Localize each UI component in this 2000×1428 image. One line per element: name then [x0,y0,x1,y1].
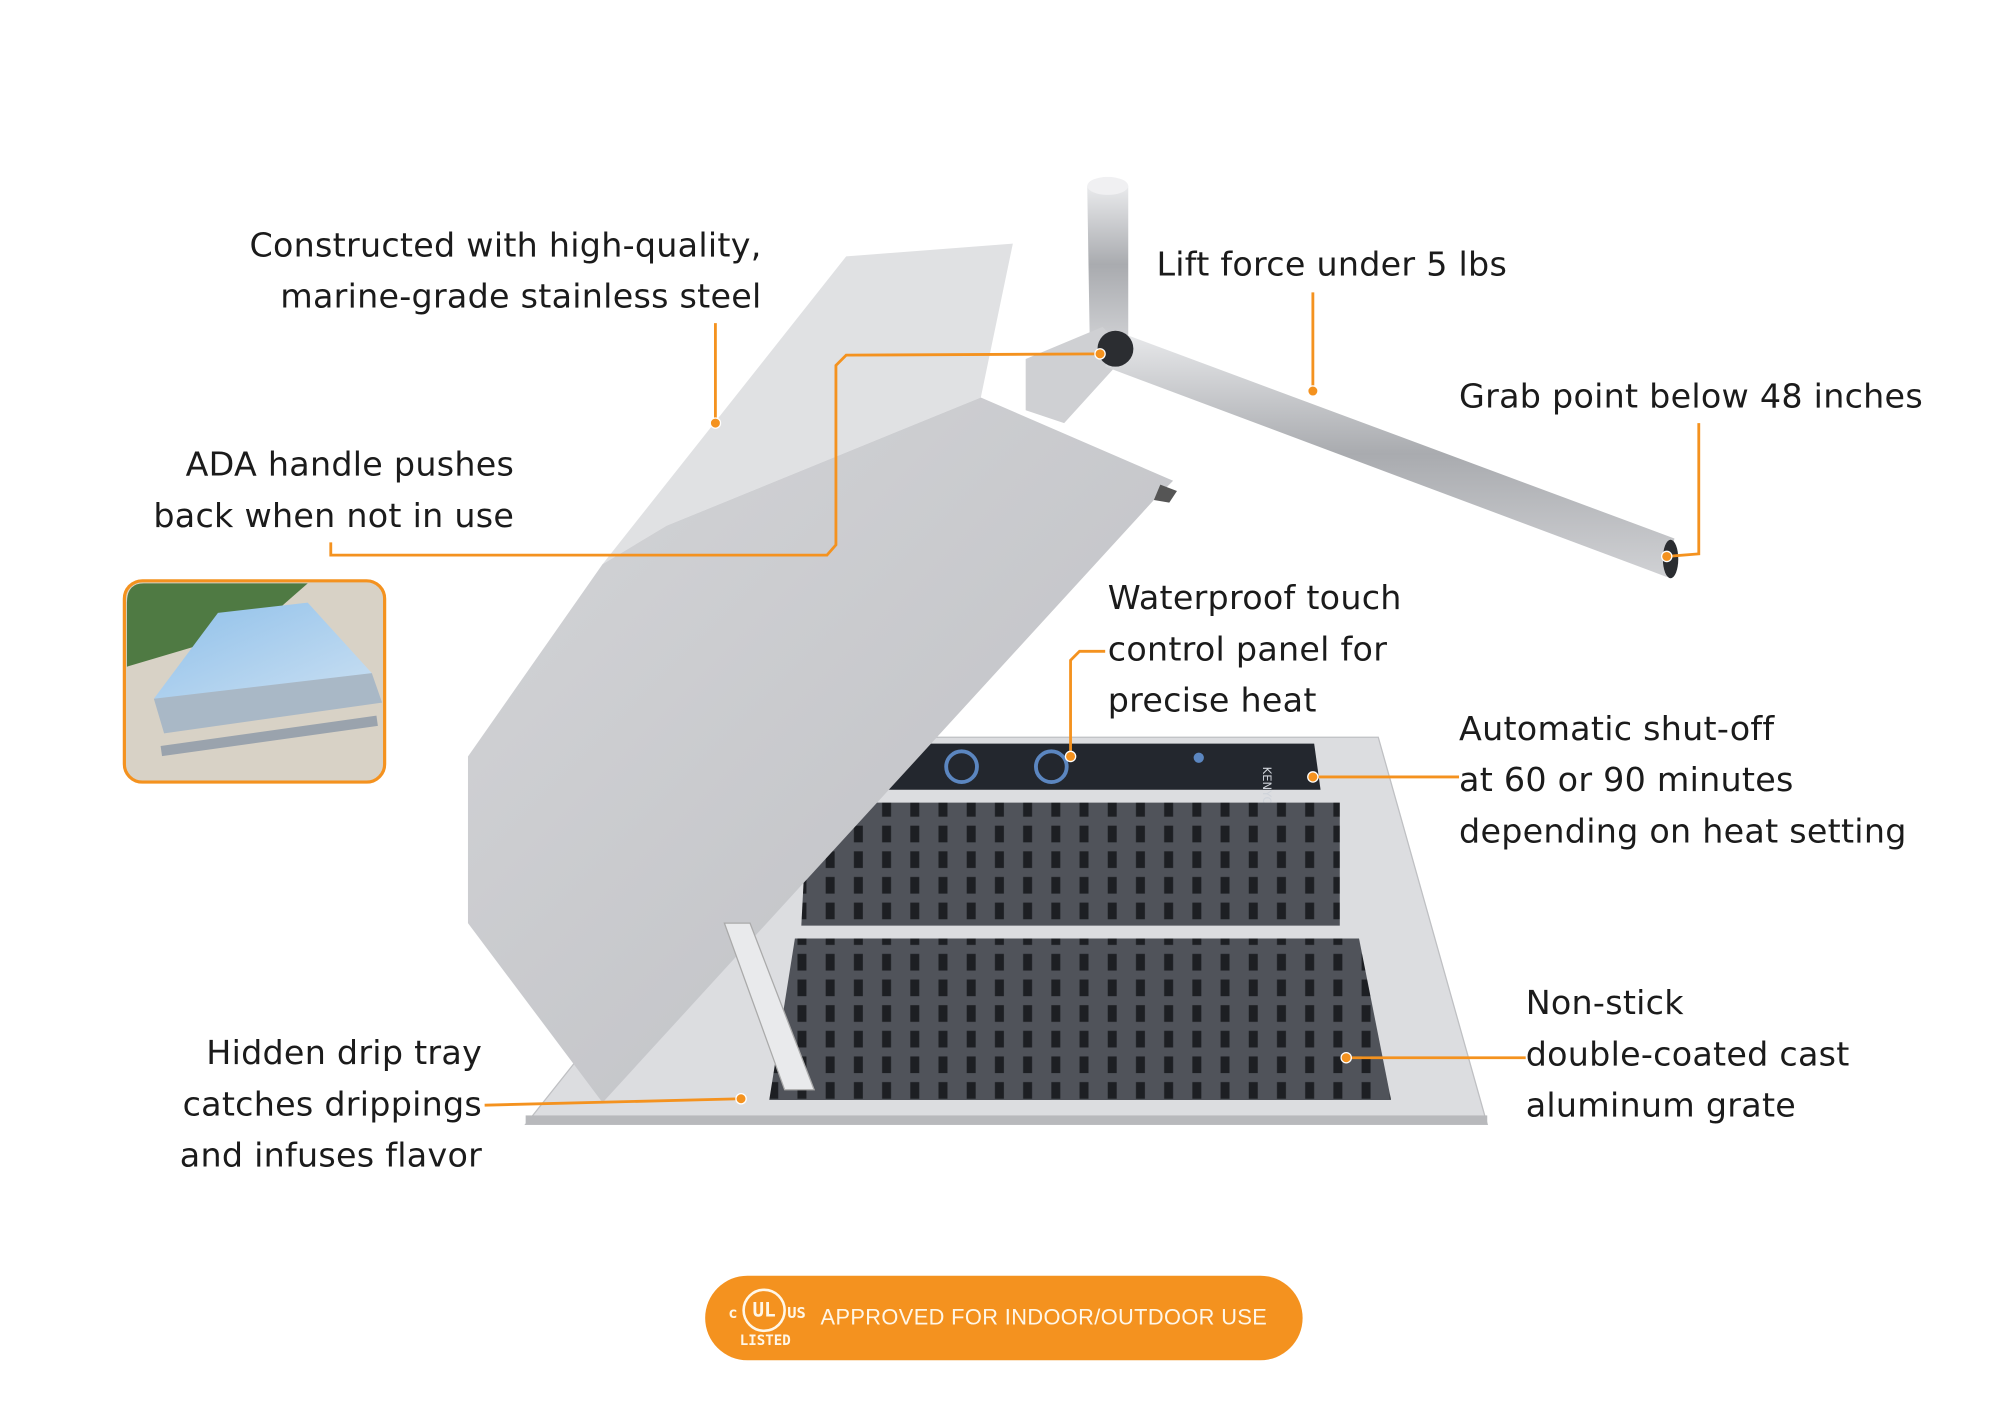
callout-line: control panel for [1107,630,1388,670]
callout-touch-panel: Waterproof touch control panel for preci… [1108,573,1402,727]
callout-line: double-coated cast [1525,1035,1850,1075]
ul-mark: UL [742,1288,786,1333]
indoor-outdoor-approval-badge: c UL US LISTED APPROVED FOR INDOOR/OUTDO… [705,1275,1303,1361]
callout-dots [709,348,1673,1105]
brand-logo: KENYON [1260,767,1274,815]
grill-lid [467,243,1177,1103]
ul-listed-logo: c UL US LISTED [723,1276,813,1361]
callout-line: Grab point below 48 inches [1459,378,1923,417]
callout-line: Non-stick [1525,984,1684,1024]
callout-grab-point: Grab point below 48 inches [1459,372,1923,423]
ul-listed-mark: LISTED [739,1332,791,1349]
callout-line: and infuses flavor [179,1137,483,1176]
callout-line: precise heat [1107,682,1317,721]
ul-c-mark: c [728,1303,738,1322]
callout-line: back when not in use [153,497,515,536]
callout-leaders [329,292,1701,1107]
callout-line: ADA handle pushes [185,446,515,485]
inset-photo-lid-closed [122,579,387,784]
callout-line: Waterproof touch [1107,579,1402,618]
control-panel [884,743,1321,790]
ul-us-mark: US [787,1303,806,1322]
callout-line: depending on heat setting [1459,812,1907,852]
callout-line: at 60 or 90 minutes [1459,761,1794,801]
callout-lift-force: Lift force under 5 lbs [1156,240,1507,291]
callout-grate: Non-stick double-coated cast aluminum gr… [1526,978,1850,1132]
callout-shutoff: Automatic shut-off at 60 or 90 minutes d… [1459,704,1907,858]
callout-ada-handle: ADA handle pushes back when not in use [153,440,514,543]
badge-text: APPROVED FOR INDOOR/OUTDOOR USE [820,1305,1268,1330]
callout-line: marine-grade stainless steel [280,278,762,317]
callout-line: Automatic shut-off [1459,710,1775,749]
callout-stainless-steel: Constructed with high-quality, marine-gr… [249,221,761,324]
callout-line: catches drippings [182,1085,483,1125]
callout-line: Hidden drip tray [206,1034,483,1074]
callout-drip-tray: Hidden drip tray catches drippings and i… [180,1028,482,1182]
callout-line: Lift force under 5 lbs [1156,246,1508,285]
callout-line: aluminum grate [1525,1087,1797,1126]
upper-grate [801,802,1340,926]
lower-grate [769,938,1392,1101]
callout-line: Constructed with high-quality, [249,226,762,266]
